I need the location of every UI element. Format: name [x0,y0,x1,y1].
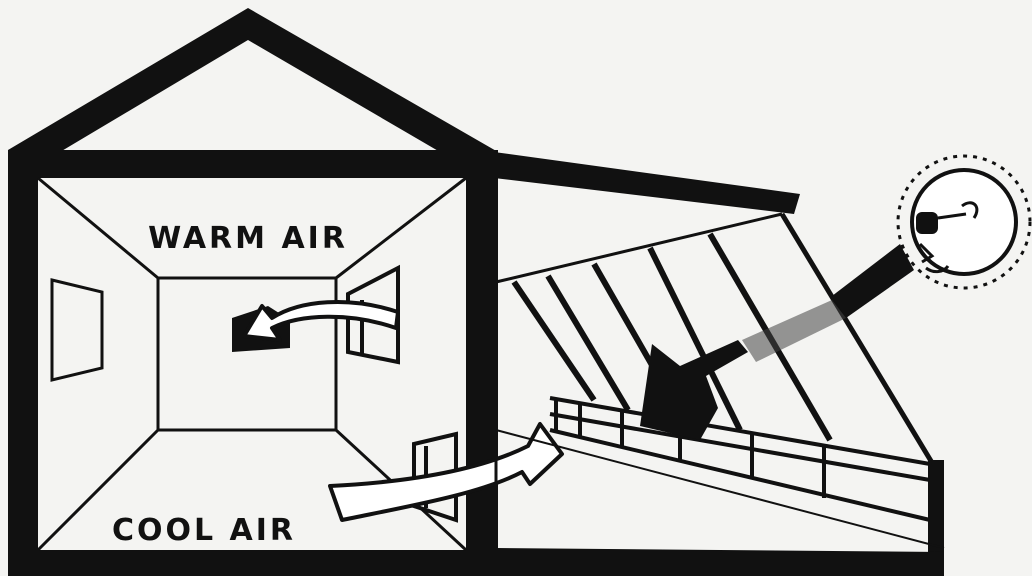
glazing-outer-edge [782,214,934,466]
cool-air-label: COOL AIR [112,513,296,548]
solar-heat-arrow [640,340,748,440]
house-floor [8,550,498,576]
greenhouse [494,152,944,576]
greenhouse-floor [496,548,944,576]
sun-with-sunglasses-icon [898,156,1030,288]
solar-ray [742,244,914,362]
wall-picture [52,280,102,380]
warm-air-label: WARM AIR [148,221,348,256]
house-left-wall [8,150,38,576]
glazing-inner-edge [496,214,782,282]
greenhouse-roof-beam [494,152,800,214]
house-roof [8,8,498,152]
attic-floor-beam [8,150,498,178]
house: WARM AIR COOL AIR [8,8,562,576]
house-right-wall [466,150,498,576]
